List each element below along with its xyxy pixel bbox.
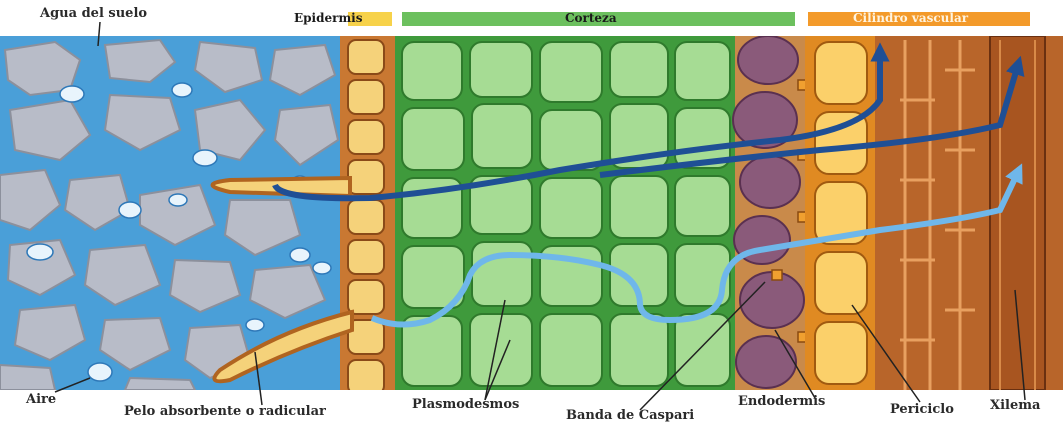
header-vascular-label: Cilindro vascular [853, 11, 968, 25]
pericycle-cells [815, 42, 867, 384]
epidermis-cells [348, 40, 384, 394]
label-aire: Aire [26, 392, 56, 407]
label-pelo-absorbente: Pelo absorbente o radicular [124, 404, 326, 419]
label-endodermis: Endodermis [738, 394, 825, 409]
label-agua-del-suelo: Agua del suelo [40, 6, 147, 21]
cortex-cells [402, 42, 730, 386]
label-xilema: Xilema [990, 398, 1040, 413]
label-banda-caspari: Banda de Caspari [566, 408, 694, 423]
label-periciclo: Periciclo [890, 402, 954, 417]
header-cortex-label: Corteza [565, 11, 617, 25]
label-plasmodesmos: Plasmodesmos [412, 397, 519, 412]
header-epidermis-label: Epidermis [294, 11, 362, 25]
